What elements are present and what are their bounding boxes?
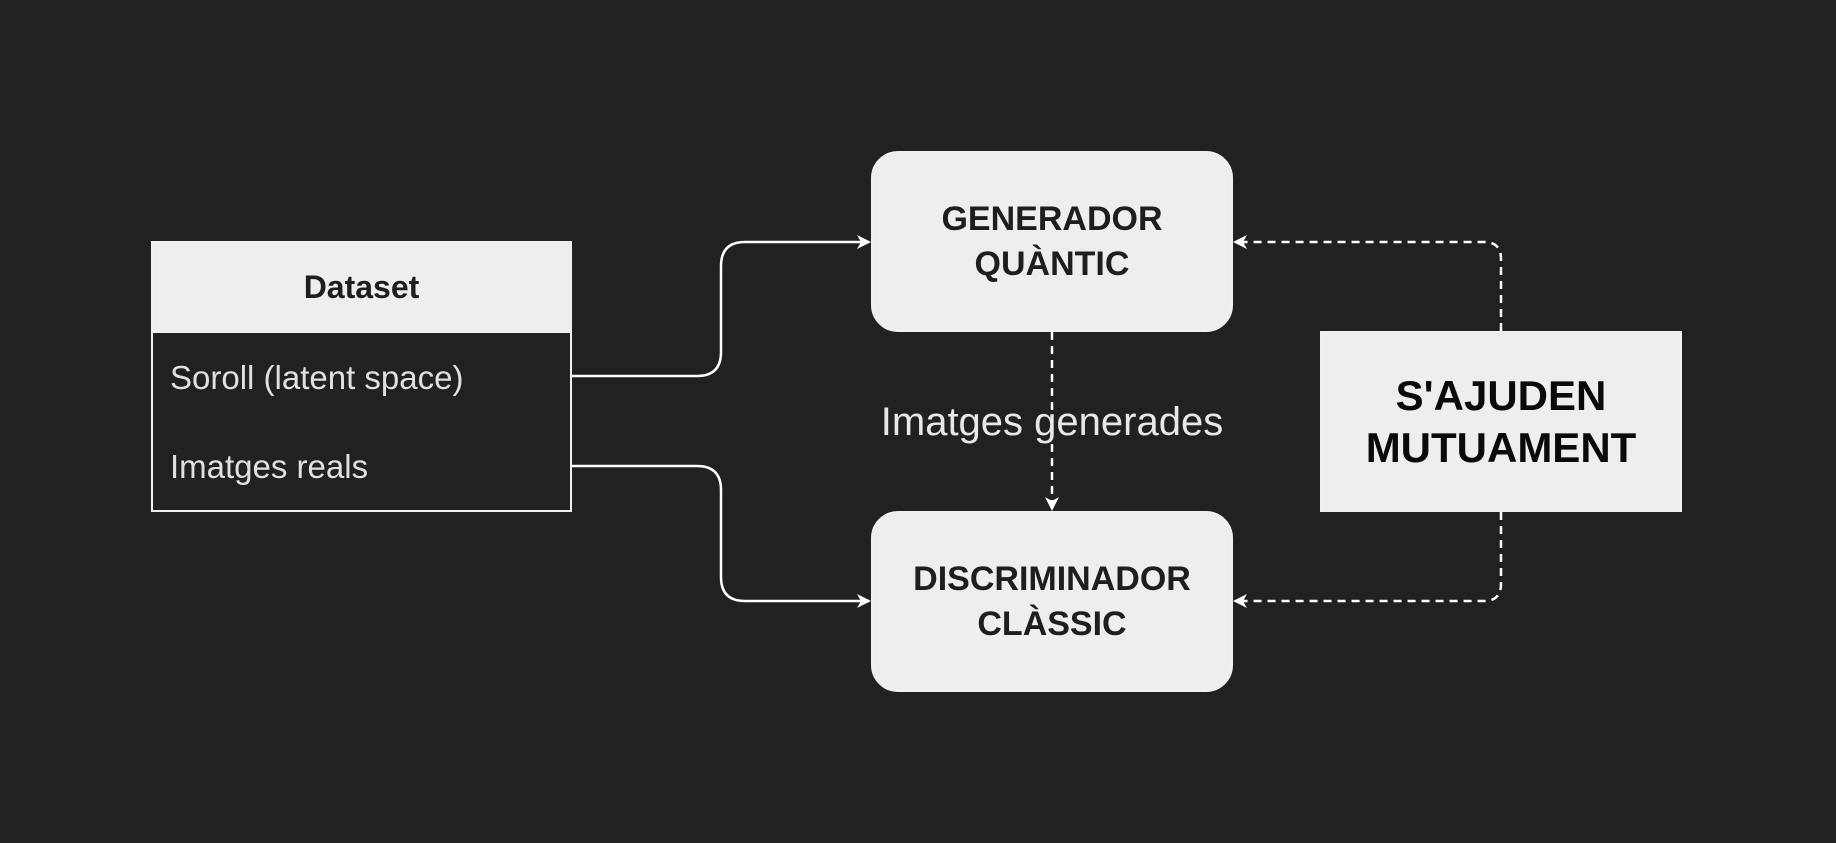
discriminator-node: DISCRIMINADOR CLÀSSIC — [871, 511, 1233, 692]
discriminator-label-line2: CLÀSSIC — [977, 604, 1127, 643]
dataset-row-real-images: Imatges reals — [170, 447, 369, 485]
edge-mutual-to-discriminator — [1233, 512, 1503, 608]
dataset-row-noise: Soroll (latent space) — [170, 358, 464, 396]
edge-real-to-discriminator — [572, 464, 871, 608]
discriminator-label-line1: DISCRIMINADOR — [913, 559, 1191, 598]
edge-mutual-to-generator — [1233, 235, 1503, 331]
mutual-label-line1: S'AJUDEN — [1395, 371, 1607, 419]
generator-node: GENERADOR QUÀNTIC — [871, 151, 1233, 332]
generated-images-label: Imatges generades — [880, 400, 1224, 444]
mutual-help-node: S'AJUDEN MUTUAMENT — [1320, 331, 1682, 512]
edge-noise-to-generator — [572, 235, 871, 378]
generator-label-line1: GENERADOR — [941, 199, 1163, 238]
dataset-table: Dataset Soroll (latent space) Imatges re… — [151, 241, 572, 512]
mutual-label-line2: MUTUAMENT — [1365, 423, 1637, 471]
generator-label-line2: QUÀNTIC — [974, 244, 1130, 283]
dataset-title: Dataset — [153, 243, 570, 333]
